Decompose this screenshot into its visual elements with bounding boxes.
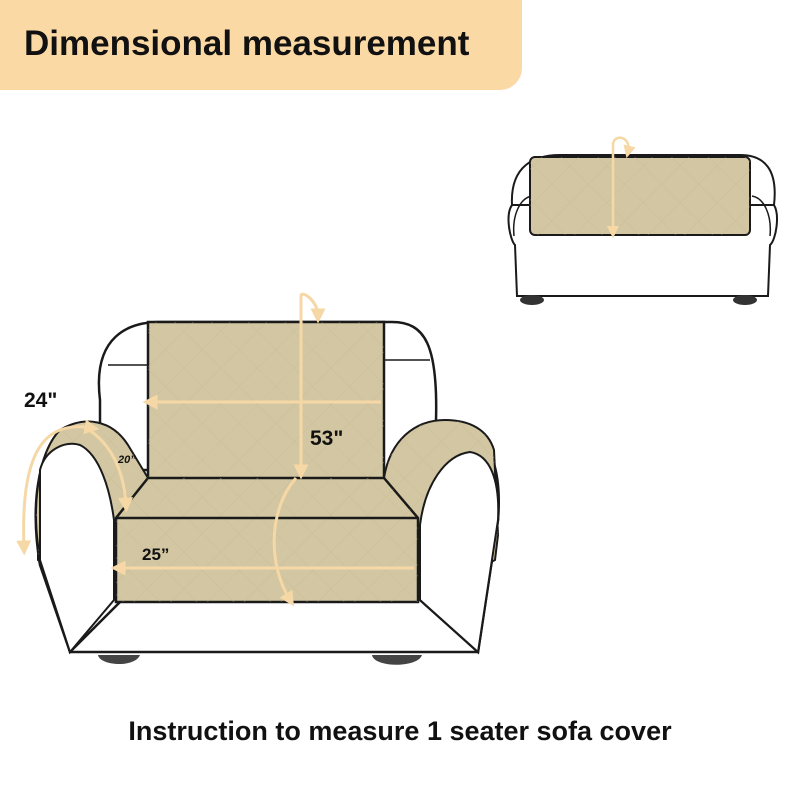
- measure-label-backrest-seat: 53": [310, 427, 344, 450]
- measurement-arrows: [16, 292, 414, 607]
- arrow-arm-depth: [81, 424, 134, 513]
- footer-caption: Instruction to measure 1 seater sofa cov…: [128, 716, 672, 746]
- measure-label-arm-depth: 20”: [118, 454, 136, 466]
- armchair-foot-right: [372, 655, 422, 665]
- measure-label-seat-width: 25”: [142, 545, 170, 564]
- loveseat-thumbnail: [507, 136, 778, 305]
- header-banner: [0, 0, 522, 90]
- arrow-seat-front: [272, 477, 298, 607]
- arrow-side-arm: [16, 419, 100, 556]
- measure-label-side-arm: 24": [24, 389, 58, 412]
- armchair-foot-left: [98, 655, 140, 665]
- right-arm-inner: [419, 450, 500, 654]
- armchair: [34, 320, 500, 665]
- loveseat-foot-right: [733, 295, 757, 305]
- loveseat-measure-arrow: [606, 136, 636, 239]
- loveseat-foot-left: [520, 295, 544, 305]
- arrow-backrest-seat: [293, 292, 326, 480]
- header-title: Dimensional measurement: [24, 24, 470, 63]
- loveseat-right-arm: [751, 195, 772, 237]
